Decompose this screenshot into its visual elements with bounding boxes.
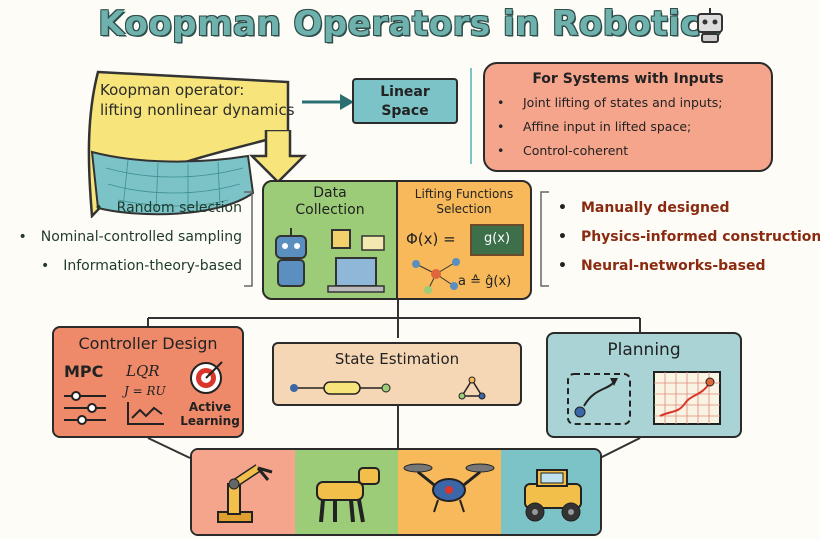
list-item: Joint lifting of states and inputs; bbox=[485, 91, 771, 115]
jru-formula: J = RU bbox=[124, 384, 166, 398]
chalkboard: g(x) bbox=[470, 224, 524, 256]
connector-lines bbox=[147, 300, 641, 338]
planning-title: Planning bbox=[607, 340, 681, 360]
linear-space-line2: Space bbox=[381, 103, 429, 119]
target-icon bbox=[190, 361, 223, 394]
systems-with-inputs-box: For Systems with Inputs Joint lifting of… bbox=[483, 62, 773, 172]
state-estimation-box: State Estimation bbox=[272, 342, 522, 406]
slider-controls-icon bbox=[64, 391, 106, 425]
lifting-functions-line1: Lifting Functions bbox=[414, 187, 514, 201]
list-item: Physics-informed construction bbox=[558, 223, 820, 252]
list-item: Manually designed bbox=[558, 194, 820, 223]
list-item: Neural-networks-based bbox=[558, 252, 820, 281]
network-graph-icon bbox=[412, 258, 460, 294]
controller-design-box: Controller Design MPC LQR J = RU Active … bbox=[52, 326, 244, 438]
data-collection-methods: Random selection Nominal-controlled samp… bbox=[0, 194, 242, 281]
robot-laptop-icon bbox=[275, 228, 385, 293]
trend-chart-icon bbox=[127, 402, 164, 425]
robot-platforms-strip bbox=[190, 448, 602, 536]
data-collection-box: Data Collection bbox=[262, 180, 398, 300]
controller-design-title: Controller Design bbox=[78, 334, 218, 353]
planning-box: Planning bbox=[546, 332, 742, 438]
data-collection-line2: Collection bbox=[295, 202, 365, 218]
koopman-label: Koopman operator: lifting nonlinear dyna… bbox=[100, 80, 300, 120]
robot-dog-cell bbox=[295, 450, 398, 534]
linear-space-box: Linear Space bbox=[352, 78, 458, 124]
koopman-label-line2: lifting nonlinear dynamics bbox=[100, 101, 295, 119]
linear-space-line1: Linear bbox=[380, 84, 430, 100]
phi-formula: Φ(x) = bbox=[406, 230, 456, 248]
systems-with-inputs-title: For Systems with Inputs bbox=[532, 71, 724, 87]
lifting-methods: Manually designed Physics-informed const… bbox=[558, 194, 820, 281]
list-item: Information-theory-based bbox=[0, 252, 242, 281]
list-item: Affine input in lifted space; bbox=[485, 115, 771, 139]
vehicle-cell bbox=[501, 450, 600, 534]
active-learning-line1: Active bbox=[188, 400, 232, 414]
robot-dog-icon bbox=[316, 467, 380, 523]
list-item: Random selection bbox=[0, 194, 242, 223]
koopman-label-line1: Koopman operator: bbox=[100, 81, 245, 99]
bracket-line bbox=[470, 68, 472, 164]
list-item: Nominal-controlled sampling bbox=[0, 223, 242, 252]
lifting-functions-box: Lifting Functions Selection Φ(x) = g(x) … bbox=[396, 180, 532, 300]
robot-arm-icon bbox=[217, 464, 273, 523]
systems-with-inputs-list: Joint lifting of states and inputs; Affi… bbox=[485, 91, 771, 163]
mpc-label: MPC bbox=[64, 362, 104, 381]
state-estimation-title: State Estimation bbox=[334, 350, 460, 368]
right-bracket bbox=[540, 191, 549, 287]
data-collection-line1: Data bbox=[313, 185, 347, 201]
arrow-to-linear-space bbox=[302, 94, 354, 110]
robot-arm-cell bbox=[192, 450, 295, 534]
lqr-label: LQR bbox=[126, 362, 160, 380]
robot-head-icon bbox=[697, 8, 723, 43]
drone-cell bbox=[398, 450, 501, 534]
approx-formula: a ≙ ĝ(x) bbox=[458, 274, 512, 289]
bottom-connector-lines bbox=[147, 406, 641, 459]
grid-map-icon bbox=[653, 371, 721, 425]
active-learning-label: Active Learning bbox=[180, 400, 240, 428]
estimation-diagram-icon bbox=[290, 376, 486, 400]
arrow-down-icon bbox=[248, 130, 308, 184]
lifting-functions-line2: Selection bbox=[436, 202, 492, 216]
left-bracket bbox=[244, 191, 253, 287]
page-title: Koopman Operators in Robotics bbox=[98, 4, 722, 44]
path-planning-icon bbox=[567, 373, 631, 425]
drone-icon bbox=[403, 463, 495, 513]
list-item: Control-coherent bbox=[485, 139, 771, 163]
active-learning-line2: Learning bbox=[180, 414, 240, 428]
vehicle-icon bbox=[524, 469, 582, 522]
